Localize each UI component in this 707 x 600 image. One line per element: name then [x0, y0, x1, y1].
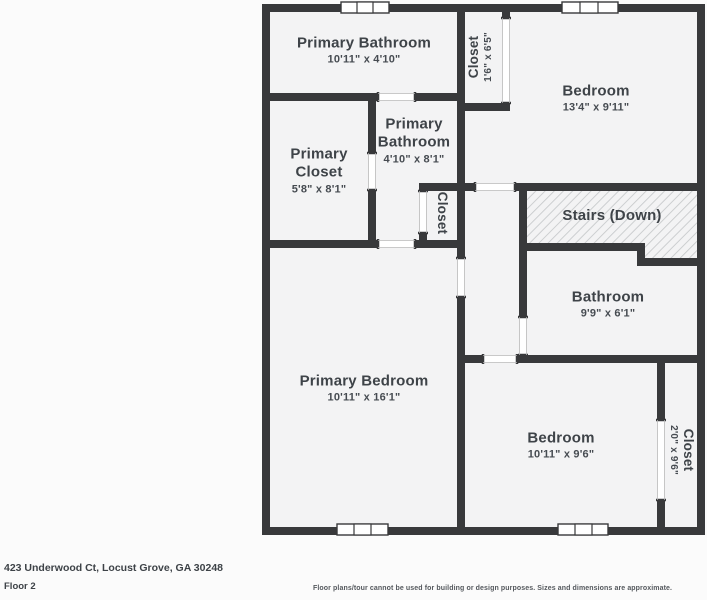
window — [336, 523, 389, 536]
door-opening — [376, 92, 417, 102]
room-label-primary-closet: Primary Closet 5'8" x 8'1" — [277, 146, 361, 197]
room-title: Bedroom — [527, 429, 595, 447]
room-label-bathroom: Bathroom 9'9" x 6'1" — [572, 289, 644, 322]
doors-layer — [367, 16, 666, 502]
door-opening — [518, 315, 528, 357]
room-dims: 1'6" x 6'5" — [483, 32, 495, 82]
window — [557, 523, 609, 536]
room-title: Stairs (Down) — [562, 206, 662, 224]
room-dims: 10'11" x 16'1" — [327, 391, 401, 404]
room-title: Bathroom — [571, 288, 645, 306]
room-title: Primary Bedroom — [299, 372, 429, 390]
room-dims: 5'8" x 8'1" — [291, 183, 347, 196]
window — [561, 1, 619, 14]
room-title: Primary Bathroom — [296, 34, 432, 52]
door-opening — [481, 354, 519, 364]
room-title: Primary Bathroom — [377, 115, 451, 151]
walls-layer — [262, 4, 705, 535]
room-dims: 10'11" x 9'6" — [527, 448, 595, 461]
door-opening — [656, 418, 666, 502]
room-label-closet-middle: Closet — [434, 192, 450, 234]
room-title: Bedroom — [562, 82, 630, 100]
disclaimer-text: Floor plans/tour cannot be used for buil… — [313, 585, 673, 592]
room-label-primary-bathroom-top: Primary Bathroom 10'11" x 4'10" — [297, 35, 431, 68]
door-opening — [456, 256, 466, 299]
room-label-closet-bottom-right: Closet 2'0" x 9'6" — [666, 425, 696, 475]
room-label-primary-bathroom-small: Primary Bathroom 4'10" x 8'1" — [368, 116, 460, 167]
room-title: Closet — [466, 35, 482, 79]
room-label-primary-bedroom: Primary Bedroom 10'11" x 16'1" — [300, 373, 429, 406]
floor-label: Floor 2 — [4, 581, 36, 592]
room-dims: 9'9" x 6'1" — [580, 307, 636, 320]
window — [340, 1, 390, 14]
stairs-hatch — [527, 191, 697, 258]
room-label-bedroom-bottom: Bedroom 10'11" x 9'6" — [527, 430, 594, 463]
door-opening — [501, 16, 511, 105]
room-label-bedroom-top-right: Bedroom 13'4" x 9'11" — [562, 83, 629, 116]
floor-area — [262, 4, 705, 535]
door-opening — [418, 189, 428, 235]
room-label-closet-top: Closet 1'6" x 6'5" — [466, 32, 496, 82]
room-title: Closet — [435, 191, 451, 235]
room-dims: 13'4" x 9'11" — [562, 101, 630, 114]
room-title: Closet — [680, 428, 696, 472]
windows-layer — [336, 1, 619, 536]
room-label-stairs-down: Stairs (Down) — [562, 207, 661, 225]
room-title: Primary Closet — [290, 145, 348, 181]
address-text: 423 Underwood Ct, Locust Grove, GA 30248 — [4, 562, 224, 574]
room-dims: 2'0" x 9'6" — [667, 425, 679, 475]
door-opening — [473, 182, 517, 192]
room-dims: 10'11" x 4'10" — [327, 53, 401, 66]
door-opening — [367, 151, 377, 192]
door-opening — [376, 239, 417, 249]
room-dims: 4'10" x 8'1" — [383, 153, 445, 166]
